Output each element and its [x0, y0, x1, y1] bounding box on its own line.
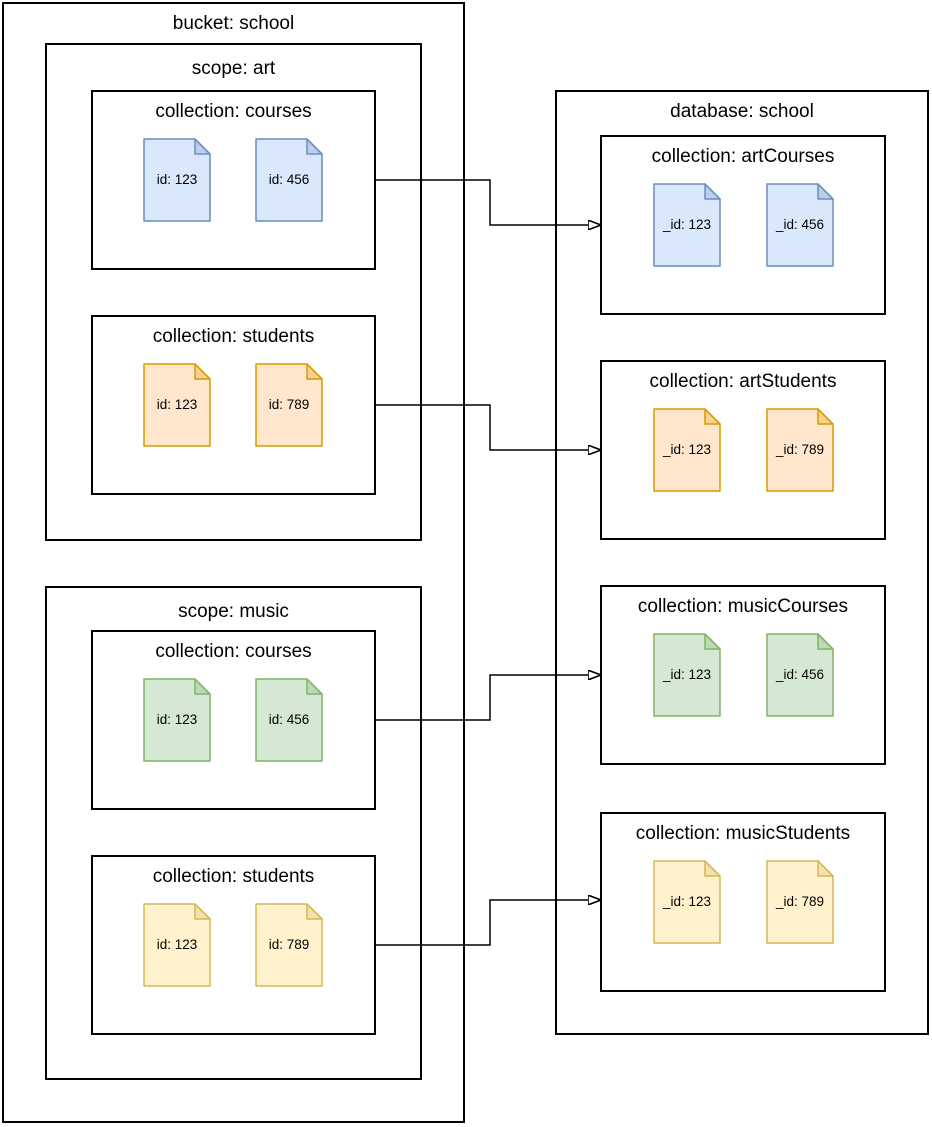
scope-art-title: scope: art	[191, 58, 276, 79]
doc-id-label: _id: 456	[775, 667, 825, 682]
document-icon	[143, 138, 211, 222]
collection-musiccourses-title: collection: musicCourses	[637, 596, 849, 617]
collection-artcourses-title: collection: artCourses	[651, 146, 835, 167]
doc-id-label: _id: 123	[662, 894, 712, 909]
doc-id-label: _id: 456	[775, 217, 825, 232]
document-icon	[143, 678, 211, 762]
collection-artstudents-box: collection: artStudents _id: 123 _id: 78…	[600, 360, 886, 540]
doc-id-label: id: 123	[156, 172, 198, 187]
doc-musicstudents-123: _id: 123	[653, 860, 721, 944]
document-icon	[653, 633, 721, 717]
document-icon	[653, 860, 721, 944]
collection-music-courses-title: collection: courses	[155, 641, 312, 662]
document-icon	[255, 363, 323, 447]
doc-id-label: _id: 789	[775, 442, 825, 457]
bucket-title: bucket: school	[172, 13, 295, 34]
doc-musiccourses-456: _id: 456	[766, 633, 834, 717]
document-icon	[766, 183, 834, 267]
document-icon	[653, 183, 721, 267]
document-icon	[255, 138, 323, 222]
document-icon	[653, 408, 721, 492]
collection-art-students-box: collection: students id: 123 id: 789	[91, 315, 376, 495]
doc-art-courses-123: id: 123	[143, 138, 211, 222]
doc-id-label: _id: 123	[662, 442, 712, 457]
doc-artstudents-123: _id: 123	[653, 408, 721, 492]
doc-music-courses-456: id: 456	[255, 678, 323, 762]
doc-art-students-789: id: 789	[255, 363, 323, 447]
doc-music-students-123: id: 123	[143, 903, 211, 987]
document-icon	[766, 860, 834, 944]
collection-art-courses-box: collection: courses id: 123 id: 456	[91, 90, 376, 270]
doc-id-label: id: 123	[156, 937, 198, 952]
doc-art-courses-456: id: 456	[255, 138, 323, 222]
collection-music-students-box: collection: students id: 123 id: 789	[91, 855, 376, 1035]
doc-musiccourses-123: _id: 123	[653, 633, 721, 717]
document-icon	[143, 903, 211, 987]
document-icon	[255, 678, 323, 762]
doc-id-label: _id: 123	[662, 217, 712, 232]
doc-music-students-789: id: 789	[255, 903, 323, 987]
doc-id-label: _id: 789	[775, 894, 825, 909]
collection-art-courses-title: collection: courses	[155, 101, 312, 122]
collection-artstudents-title: collection: artStudents	[649, 371, 837, 392]
document-icon	[766, 408, 834, 492]
collection-artcourses-box: collection: artCourses _id: 123 _id: 456	[600, 135, 886, 315]
document-icon	[766, 633, 834, 717]
database-title: database: school	[670, 101, 814, 122]
doc-id-label: id: 456	[268, 172, 310, 187]
document-icon	[143, 363, 211, 447]
collection-art-students-title: collection: students	[152, 326, 315, 347]
collection-musiccourses-box: collection: musicCourses _id: 123 _id: 4…	[600, 585, 886, 765]
doc-artcourses-456: _id: 456	[766, 183, 834, 267]
doc-id-label: id: 456	[268, 712, 310, 727]
document-icon	[255, 903, 323, 987]
doc-id-label: id: 123	[156, 397, 198, 412]
doc-musicstudents-789: _id: 789	[766, 860, 834, 944]
scope-music-title: scope: music	[178, 601, 289, 622]
doc-id-label: _id: 123	[662, 667, 712, 682]
collection-musicstudents-box: collection: musicStudents _id: 123 _id: …	[600, 812, 886, 992]
collection-music-courses-box: collection: courses id: 123 id: 456	[91, 630, 376, 810]
doc-id-label: id: 123	[156, 712, 198, 727]
doc-id-label: id: 789	[268, 937, 310, 952]
doc-artcourses-123: _id: 123	[653, 183, 721, 267]
doc-artstudents-789: _id: 789	[766, 408, 834, 492]
collection-musicstudents-title: collection: musicStudents	[635, 823, 851, 844]
doc-music-courses-123: id: 123	[143, 678, 211, 762]
doc-id-label: id: 789	[268, 397, 310, 412]
collection-music-students-title: collection: students	[152, 866, 315, 887]
doc-art-students-123: id: 123	[143, 363, 211, 447]
